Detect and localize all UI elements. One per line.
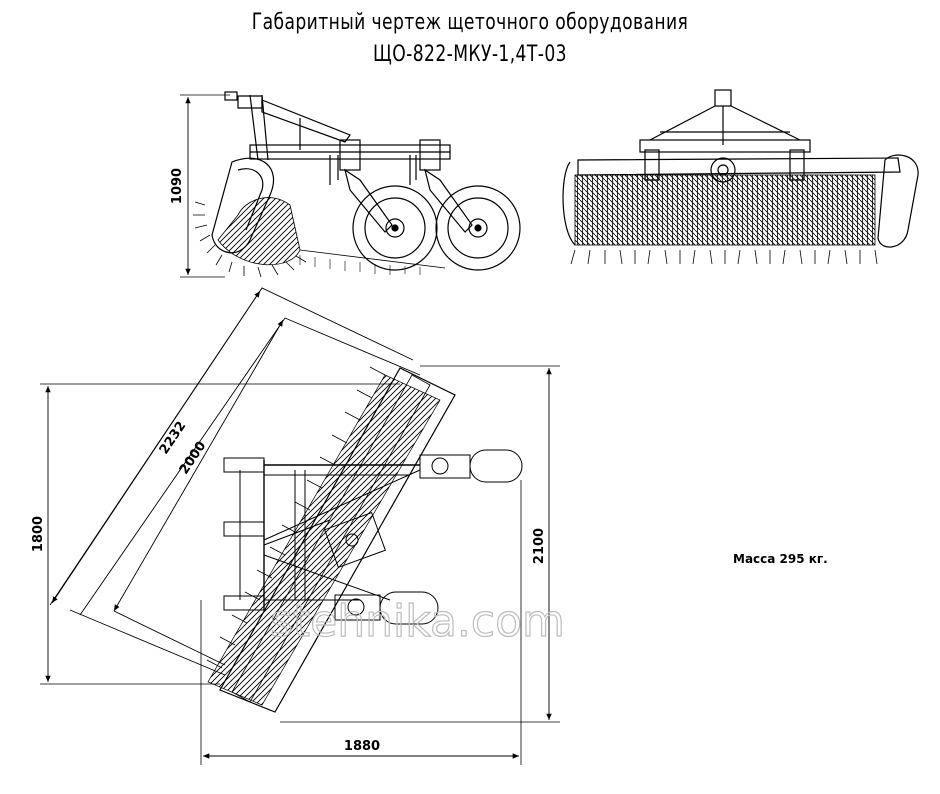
dim-height-1800: 1800 xyxy=(31,516,46,552)
watermark: stehnika.com xyxy=(270,596,565,647)
dim-width-1880: 1880 xyxy=(344,739,380,754)
mass-label: Масса 295 кг. xyxy=(733,552,828,566)
drawing-model-code: ЩО-822-МКУ-1,4Т-03 xyxy=(373,42,567,67)
front-view xyxy=(562,89,919,265)
dim-height-2100: 2100 xyxy=(532,528,547,564)
dim-diagonal-2000: 2000 xyxy=(177,439,210,477)
plan-view xyxy=(40,287,560,765)
side-view xyxy=(180,91,521,278)
drawing-title: Габаритный чертеж щеточного оборудования xyxy=(251,10,689,35)
dim-height-1090: 1090 xyxy=(170,168,185,204)
